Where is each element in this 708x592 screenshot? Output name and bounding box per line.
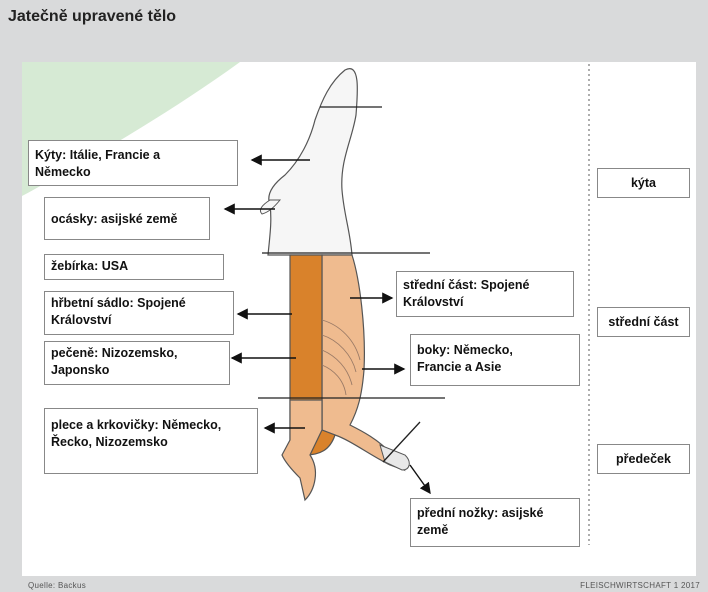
segment-stredni: střední část	[597, 307, 690, 337]
label-hrbetni: hřbetní sádlo: Spojené Království	[44, 291, 234, 335]
label-plece: plece a krkovičky: Německo, Řecko, Nizoz…	[44, 408, 258, 474]
label-zebirka: žebírka: USA	[44, 254, 224, 280]
footer-source: Quelle: Backus	[28, 581, 86, 590]
label-boky: boky: Německo, Francie a Asie	[410, 334, 580, 386]
label-ocasky: ocásky: asijské země	[44, 197, 210, 240]
label-kyty: Kýty: Itálie, Francie a Německo	[28, 140, 238, 186]
ham-shape	[268, 69, 357, 255]
arrow-nozky	[410, 465, 430, 493]
label-stredni: střední část: Spojené Království	[396, 271, 574, 317]
label-nozky: přední nožky: asijské země	[410, 498, 580, 547]
segment-kyta: kýta	[597, 168, 690, 198]
footer-publication: FLEISCHWIRTSCHAFT 1 2017	[580, 581, 700, 590]
label-pecene: pečeně: Nizozemsko, Japonsko	[44, 341, 230, 385]
segment-predecek: předeček	[597, 444, 690, 474]
